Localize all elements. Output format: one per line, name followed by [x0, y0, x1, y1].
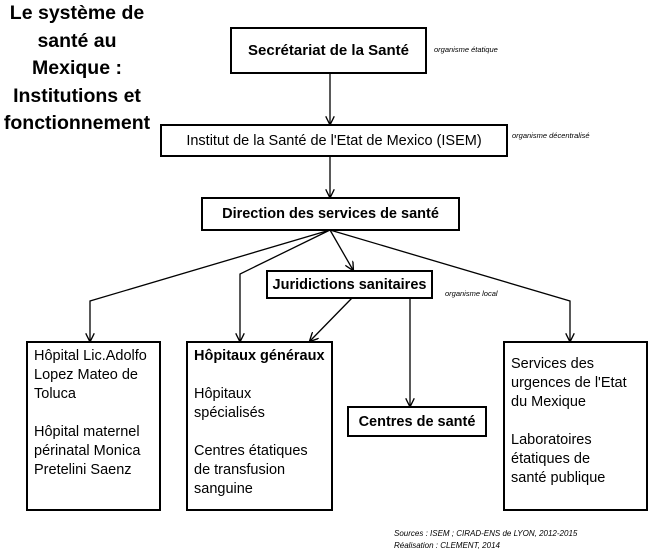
services-line-1: Services des [511, 356, 595, 372]
hopital-lopez-line-1: Hôpital Lic.Adolfo [34, 348, 147, 364]
hopital-lopez-line-5: périnatal Monica [34, 443, 141, 459]
title-line-4: Institutions et [13, 84, 141, 107]
node-direction: Direction des services de santé [201, 197, 460, 231]
node-centres: Centres de santé [347, 406, 487, 437]
hopital-lopez-line-3: Toluca [34, 386, 76, 402]
node-hopital-lopez: Hôpital Lic.Adolfo Lopez Mateo de Toluca… [26, 341, 161, 511]
services-line-4: Laboratoires [511, 432, 592, 448]
title-line-3: Mexique : [32, 57, 122, 79]
hopitaux-line-1: Hôpitaux généraux [194, 348, 325, 364]
node-services: Services des urgences de l'Etat du Mexiq… [503, 341, 648, 511]
node-isem-note: organisme décentralisé [512, 131, 590, 140]
node-secretariat-note: organisme étatique [434, 45, 498, 54]
arrow-direction-hopitaux [240, 229, 331, 341]
node-direction-label: Direction des services de santé [222, 206, 439, 222]
node-secretariat: Secrétariat de la Santé [230, 27, 427, 74]
arrow-direction-hopital-lopez [90, 229, 331, 341]
node-juridictions-note: organisme local [445, 289, 498, 298]
diagram-title: Le système de santé au Mexique : Institu… [2, 0, 152, 138]
arrow-direction-juridictions [329, 229, 353, 270]
hopitaux-line-5: de transfusion [194, 462, 286, 478]
node-isem-label: Institut de la Santé de l'Etat de Mexico… [186, 132, 482, 149]
services-line-2: urgences de l'Etat [511, 375, 627, 391]
hopital-lopez-line-4: Hôpital maternel [34, 424, 140, 440]
hopital-lopez-line-2: Lopez Mateo de [34, 367, 138, 383]
sources-line-1: Sources : ISEM ; CIRAD-ENS de LYON, 2012… [394, 529, 578, 538]
arrow-juridictions-hopitaux [310, 297, 353, 341]
arrow-direction-services [329, 229, 570, 341]
node-centres-label: Centres de santé [358, 413, 476, 430]
sources-note: Sources : ISEM ; CIRAD-ENS de LYON, 2012… [394, 528, 577, 552]
hopitaux-line-3: spécialisés [194, 405, 265, 421]
node-isem: Institut de la Santé de l'Etat de Mexico… [160, 124, 508, 157]
hopitaux-line-2: Hôpitaux [194, 386, 252, 402]
hopitaux-line-4: Centres étatiques [194, 443, 308, 459]
node-juridictions-label: Juridictions sanitaires [272, 276, 427, 293]
services-line-3: du Mexique [511, 394, 586, 410]
hopital-lopez-line-6: Pretelini Saenz [34, 462, 132, 478]
title-line-5: fonctionnement [3, 112, 151, 134]
node-secretariat-label: Secrétariat de la Santé [248, 42, 409, 59]
services-line-5: étatiques de [511, 451, 591, 467]
hopitaux-line-6: sanguine [194, 481, 253, 497]
title-line-1: Le système de [9, 2, 145, 24]
node-hopitaux: Hôpitaux généraux Hôpitaux spécialisés C… [186, 341, 333, 511]
title-line-2: santé au [37, 29, 117, 52]
node-juridictions: Juridictions sanitaires [266, 270, 433, 299]
sources-line-2: Réalisation : CLEMENT, 2014 [394, 541, 500, 550]
services-line-6: santé publique [511, 470, 606, 486]
